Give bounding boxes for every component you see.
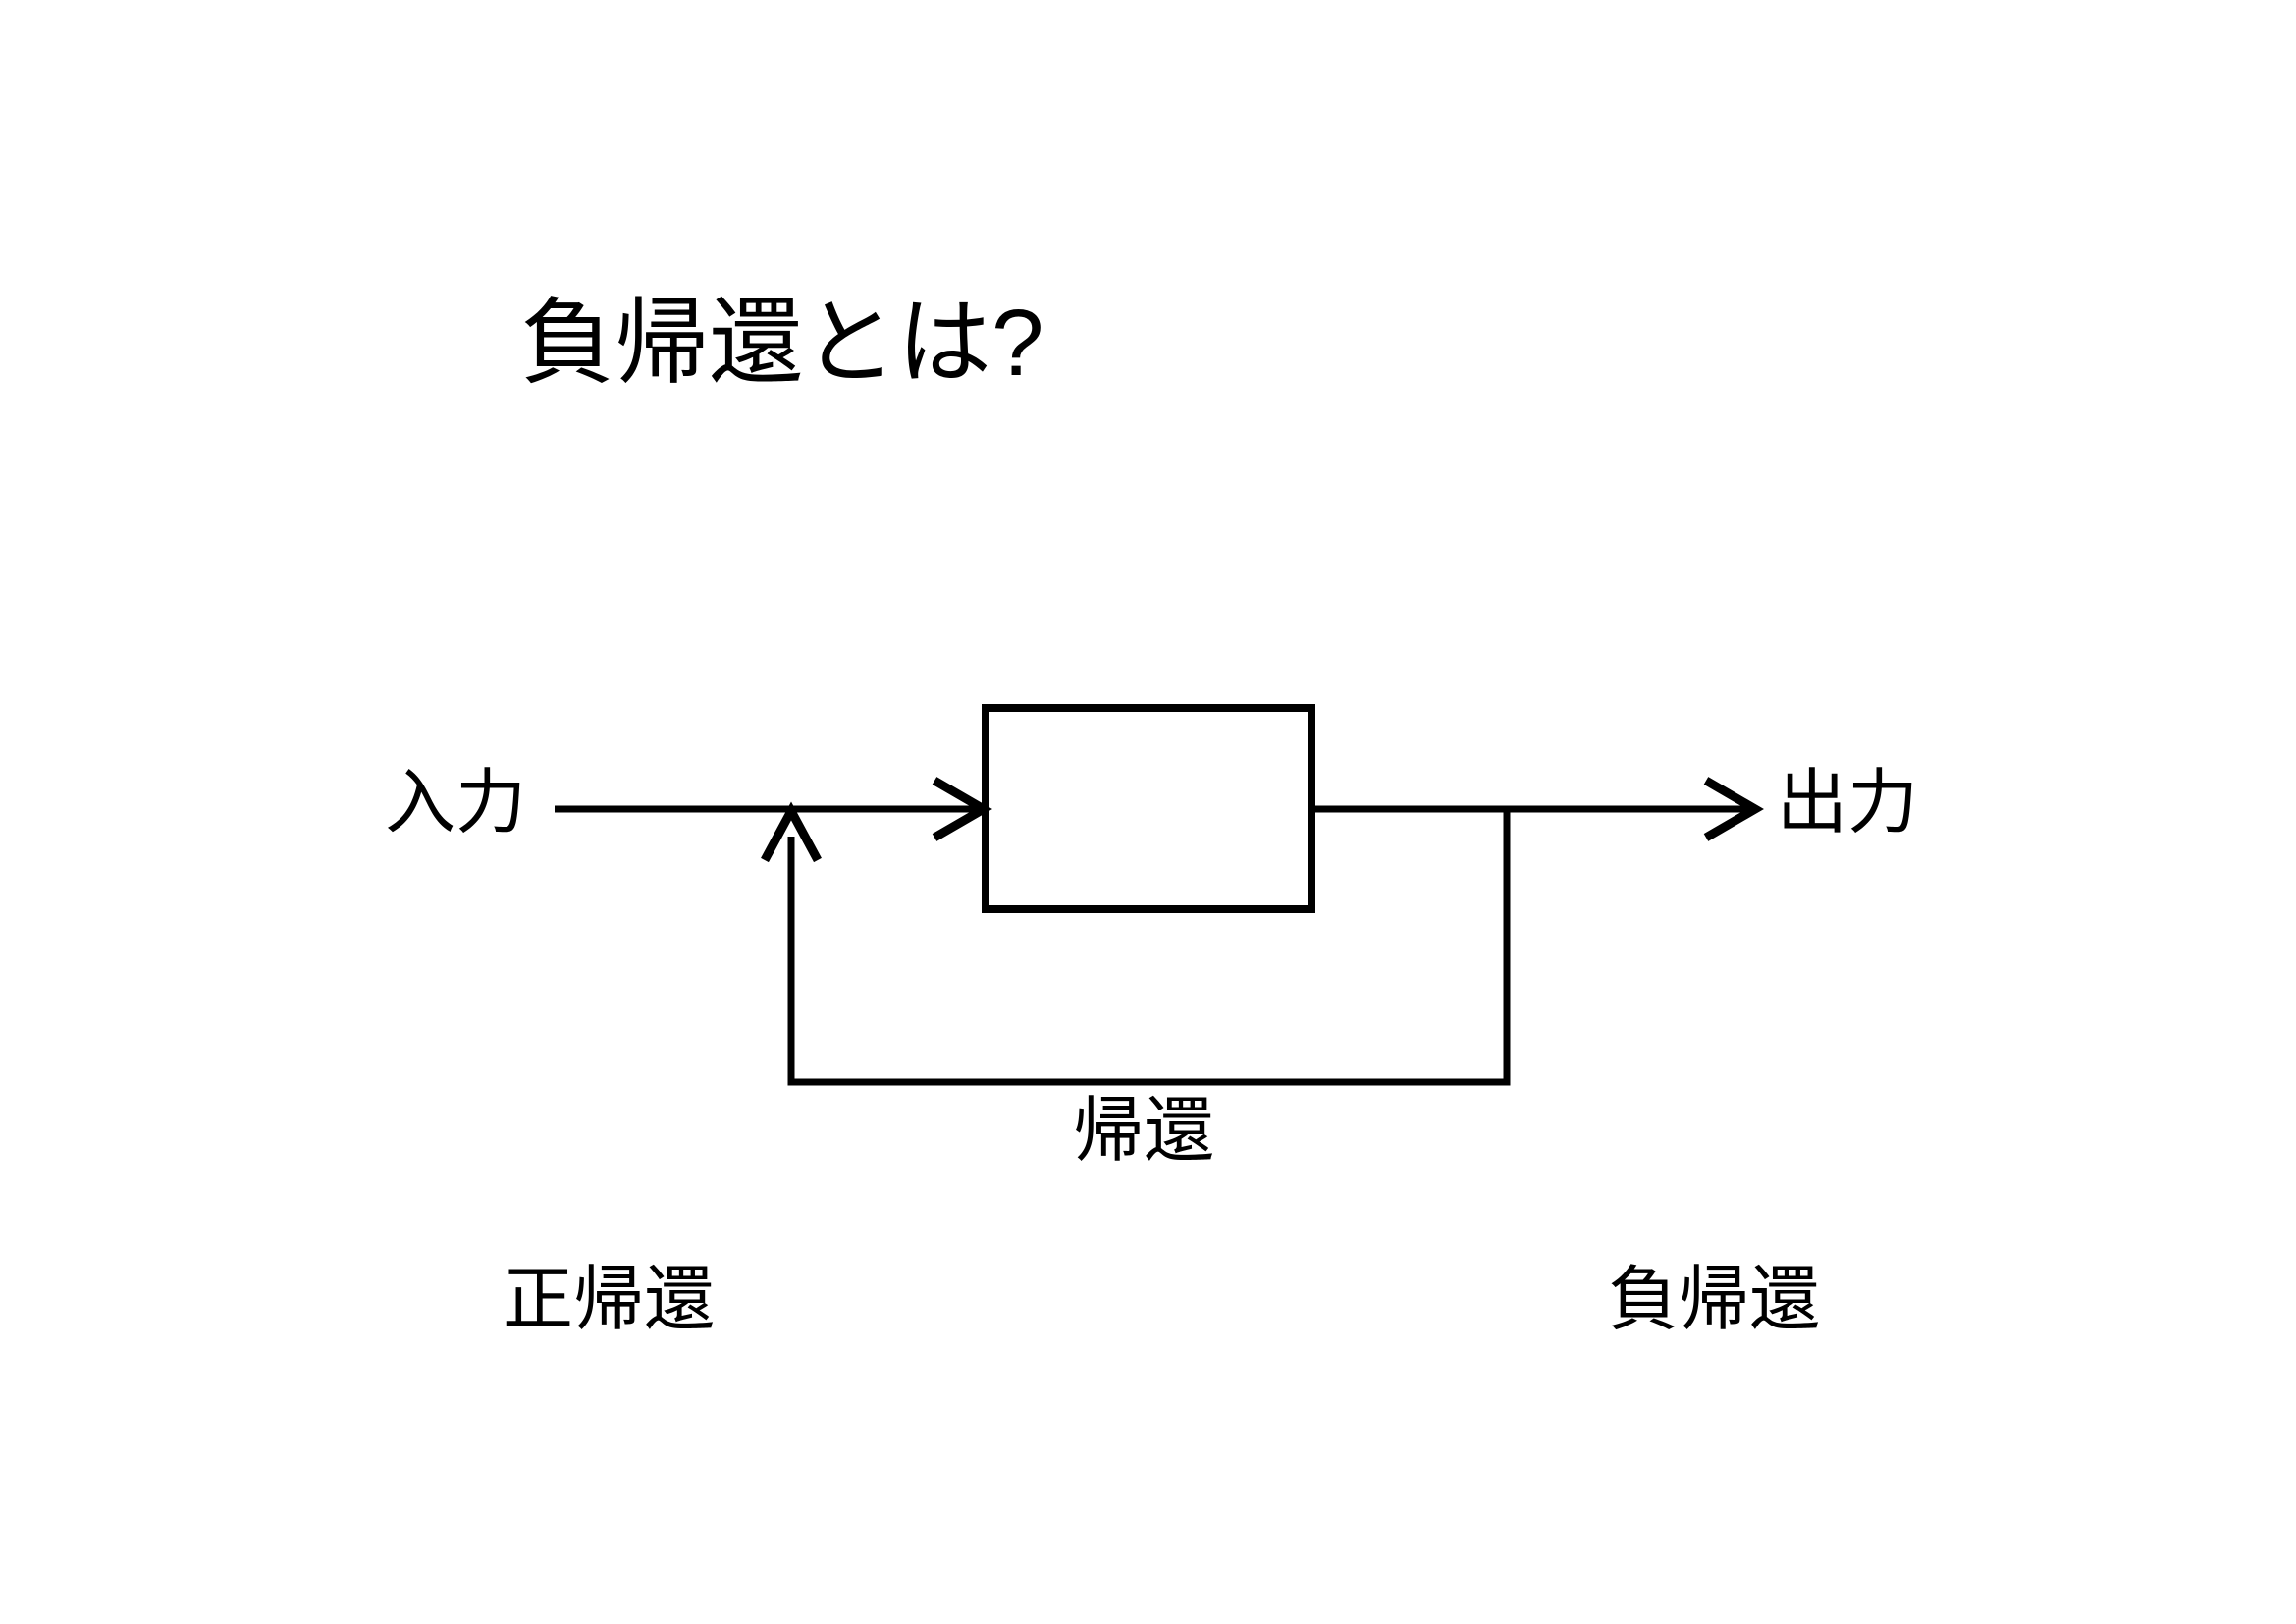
feedback-arrowhead bbox=[761, 801, 822, 863]
feedback-label: 帰還 bbox=[1073, 1092, 1215, 1170]
amplifier-block bbox=[982, 704, 1315, 913]
positive-feedback-label: 正帰還 bbox=[503, 1261, 716, 1339]
output-label: 出力 bbox=[1777, 764, 1919, 842]
negative-feedback-label: 負帰還 bbox=[1608, 1261, 1821, 1339]
input-label: 入力 bbox=[385, 764, 527, 842]
page-title: 負帰還とは? bbox=[520, 291, 1044, 396]
output-arrowhead bbox=[1703, 777, 1764, 841]
feedback-path bbox=[787, 809, 1511, 1086]
